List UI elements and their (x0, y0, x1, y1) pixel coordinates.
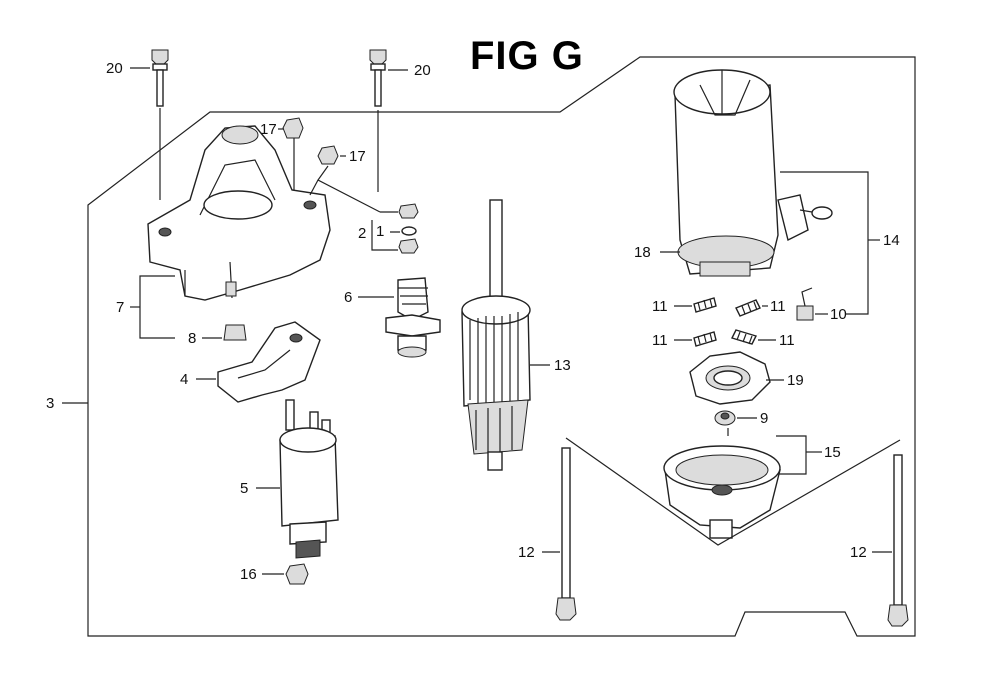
label-17-right: 17 (349, 148, 366, 165)
bolt-20-right (369, 49, 387, 107)
nut-16 (285, 563, 309, 585)
brush-holder-19 (689, 351, 771, 405)
label-3: 3 (46, 395, 54, 412)
brush-10 (796, 287, 814, 321)
label-2: 2 (358, 225, 366, 242)
through-bolt-12-left (555, 447, 577, 621)
nut-17-right (317, 145, 339, 165)
figure-title: FIG G (470, 34, 584, 78)
label-20-left: 20 (106, 60, 123, 77)
through-bolt-12-right (887, 454, 909, 627)
solenoid-5 (279, 399, 339, 559)
label-11-a: 11 (652, 298, 668, 315)
starter-housing (147, 125, 331, 301)
label-5: 5 (240, 480, 248, 497)
label-10: 10 (830, 306, 847, 323)
label-4: 4 (180, 371, 188, 388)
label-16: 16 (240, 566, 257, 583)
label-13: 13 (554, 357, 571, 374)
bolt-20-left (151, 49, 169, 107)
label-11-c: 11 (652, 332, 668, 349)
assembly-boundary (87, 56, 916, 637)
label-9: 9 (760, 410, 768, 427)
label-20-right: 20 (414, 62, 431, 79)
label-11-d: 11 (779, 332, 795, 349)
yoke-18 (673, 69, 833, 277)
pinion-gear-6 (385, 277, 441, 358)
nut-1-2-stack (398, 203, 419, 254)
label-15: 15 (824, 444, 841, 461)
label-18: 18 (634, 244, 651, 261)
armature-13 (461, 199, 531, 471)
spring-11-b (735, 299, 761, 317)
label-7: 7 (116, 299, 124, 316)
spring-11-c (693, 331, 717, 347)
nut-17-left (282, 117, 304, 139)
label-19: 19 (787, 372, 804, 389)
label-12-right: 12 (850, 544, 867, 561)
label-6: 6 (344, 289, 352, 306)
label-12-left: 12 (518, 544, 535, 561)
shift-lever-4 (217, 321, 321, 403)
label-17-left: 17 (260, 121, 277, 138)
label-8: 8 (188, 330, 196, 347)
label-14: 14 (883, 232, 900, 249)
label-11-b: 11 (770, 298, 786, 315)
label-1: 1 (376, 223, 384, 240)
spring-11-a (693, 297, 717, 313)
bushing-9 (714, 410, 736, 426)
end-cover-15 (663, 445, 781, 539)
spring-11-d (731, 329, 757, 345)
boot-cap-8 (223, 324, 247, 341)
